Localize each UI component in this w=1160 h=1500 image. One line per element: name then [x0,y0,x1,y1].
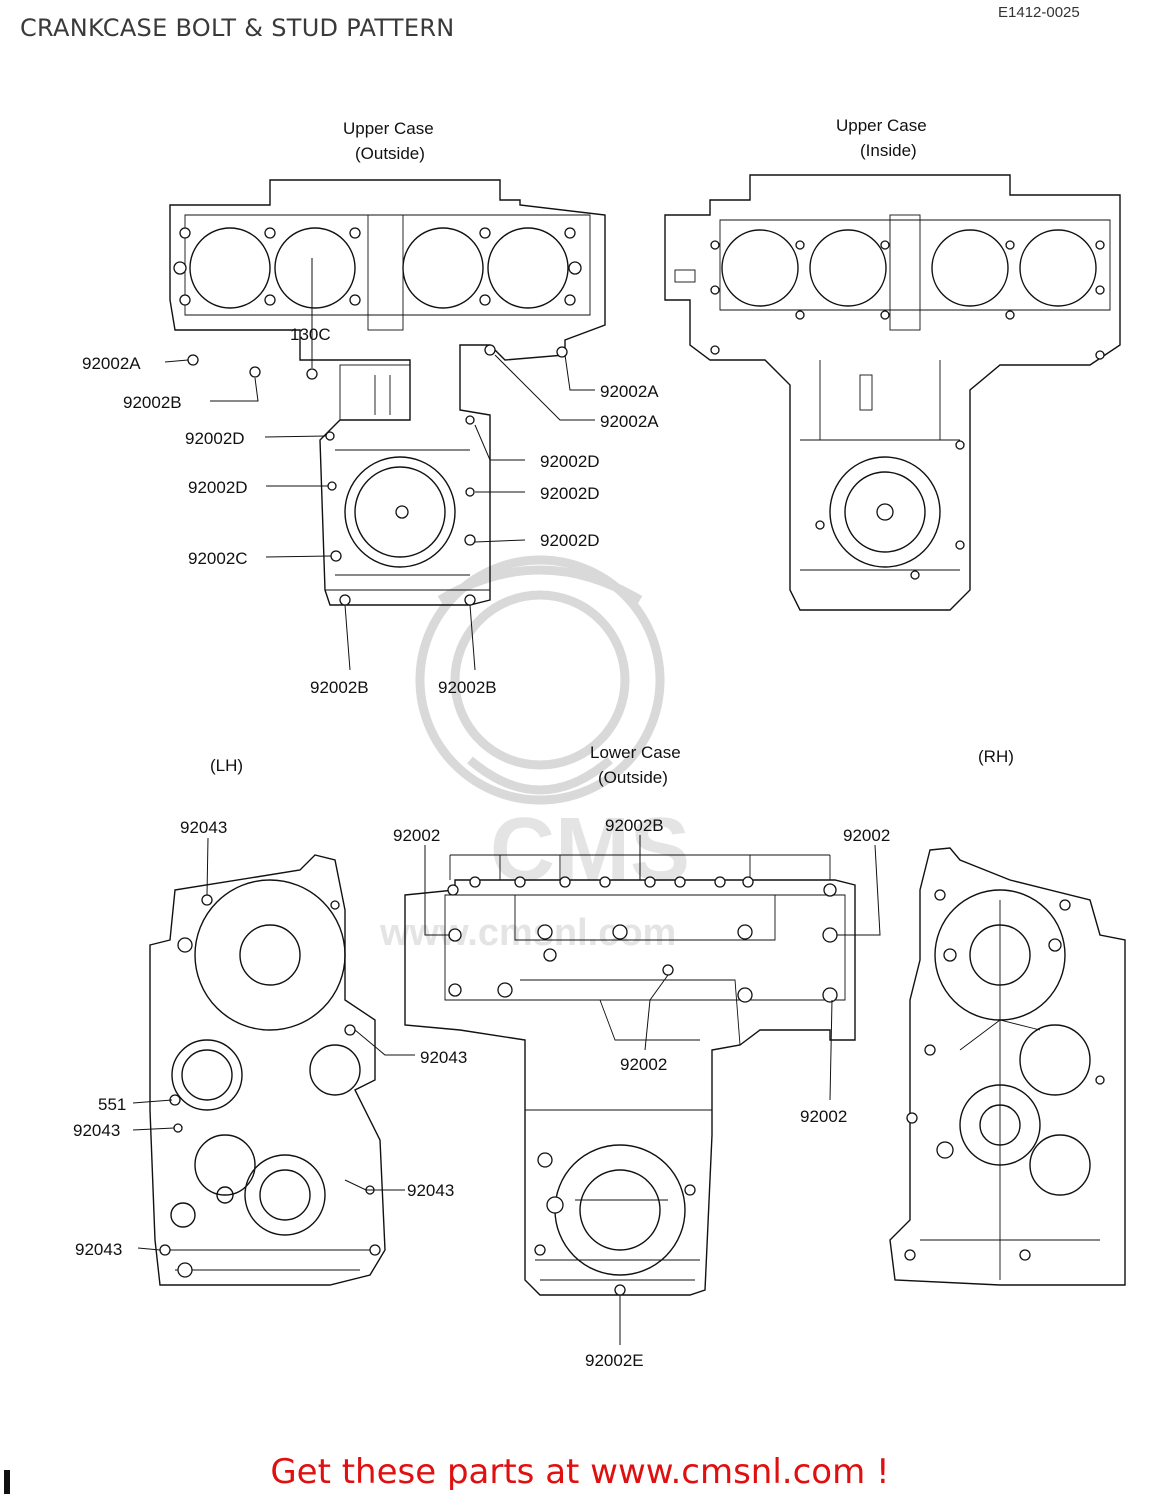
rh-caption: (RH) [978,747,1014,766]
callout-92002-2: 92002 [843,826,890,845]
callout-92002a-2: 92002A [600,382,659,401]
callout-92043-3: 92043 [73,1121,120,1140]
upper-case-inside-view: Upper Case (Inside) [664,116,1121,611]
callout-92002-3: 92002 [620,1055,667,1074]
callout-92002a-3: 92002A [600,412,659,431]
callout-92002b-3: 92002B [438,678,497,697]
crankcase-diagram: CMS www.cmsnl.com Upper Case (Outside) [73,116,1126,1370]
watermark-url: www.cmsnl.com [379,912,676,954]
callout-92002b-lower: 92002B [605,816,664,835]
callout-92002d-2: 92002D [188,478,248,497]
callout-92002e: 92002E [585,1351,644,1370]
callout-92002d-3: 92002D [540,452,600,471]
callout-92002b-1: 92002B [123,393,182,412]
callout-551: 551 [98,1095,126,1114]
callout-92002a-1: 92002A [82,354,141,373]
callout-92043-2: 92043 [420,1048,467,1067]
callout-92002-1: 92002 [393,826,440,845]
callout-130c: 130C [290,325,331,344]
callout-92002-4: 92002 [800,1107,847,1126]
callout-92002c: 92002C [188,549,248,568]
lh-side-view: (LH) 92043 92043 551 92043 92043 92043 [73,756,467,1286]
lower-outside-caption-1: Lower Case [590,743,681,762]
callout-92043-5: 92043 [75,1240,122,1259]
upper-case-outside-view: Upper Case (Outside) [82,119,659,697]
lower-outside-caption-2: (Outside) [598,768,668,787]
upper-inside-caption-1: Upper Case [836,116,927,135]
corner-mark [4,1470,10,1494]
upper-outside-caption-2: (Outside) [355,144,425,163]
callout-92043-1: 92043 [180,818,227,837]
callout-92002d-5: 92002D [540,531,600,550]
upper-outside-caption-1: Upper Case [343,119,434,138]
lower-case-outside-view: Lower Case (Outside) 92002 92002B 9200 [393,743,890,1370]
get-parts-link[interactable]: Get these parts at www.cmsnl.com ! [270,1452,890,1492]
rh-side-view: (RH) [889,747,1126,1286]
upper-inside-caption-2: (Inside) [860,141,917,160]
page-title: CRANKCASE BOLT & STUD PATTERN [20,14,455,42]
callout-92002d-4: 92002D [540,484,600,503]
drawing-code: E1412-0025 [998,4,1080,21]
lh-caption: (LH) [210,756,243,775]
callout-92043-4: 92043 [407,1181,454,1200]
callout-92002d-1: 92002D [185,429,245,448]
callout-92002b-2: 92002B [310,678,369,697]
